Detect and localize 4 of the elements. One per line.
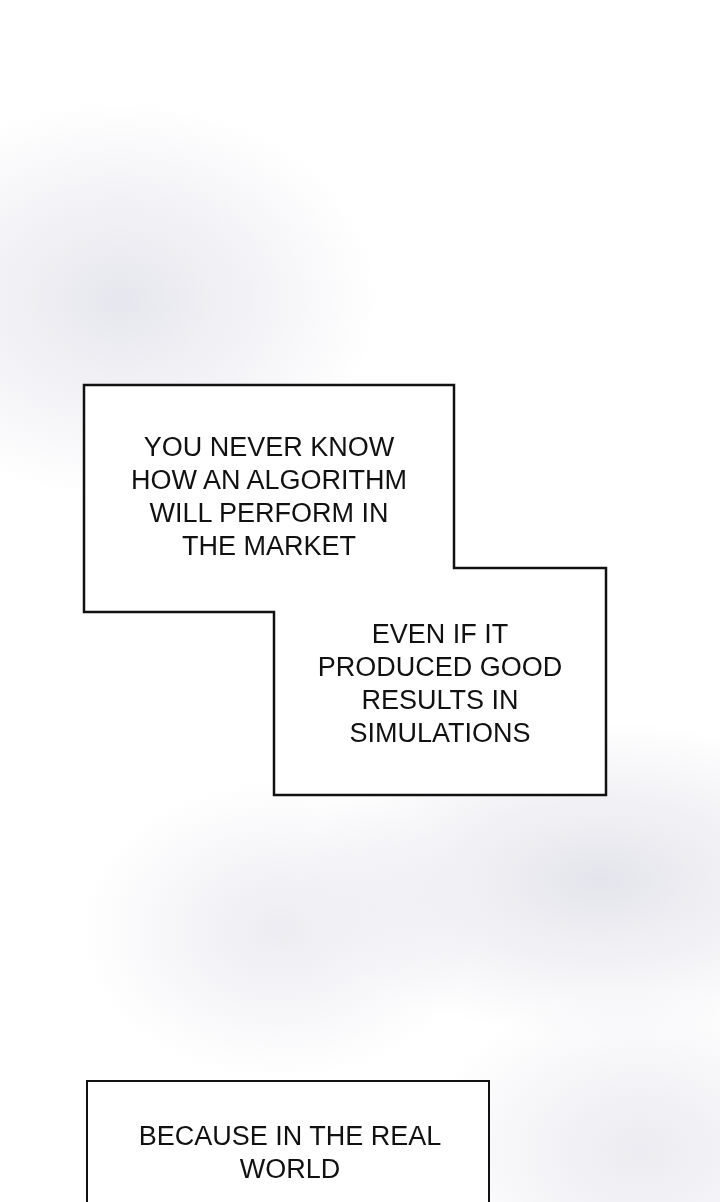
caption-text: EVEN IF IT PRODUCED GOOD RESULTS IN SIMULATIONS [316,618,564,750]
caption-box [86,1080,490,1202]
caption-text: YOU NEVER KNOW HOW AN ALGORITHM WILL PERFORM IN THE MARKET [130,431,408,563]
caption-text: BECAUSE IN THE REAL WORLD [137,1120,443,1186]
